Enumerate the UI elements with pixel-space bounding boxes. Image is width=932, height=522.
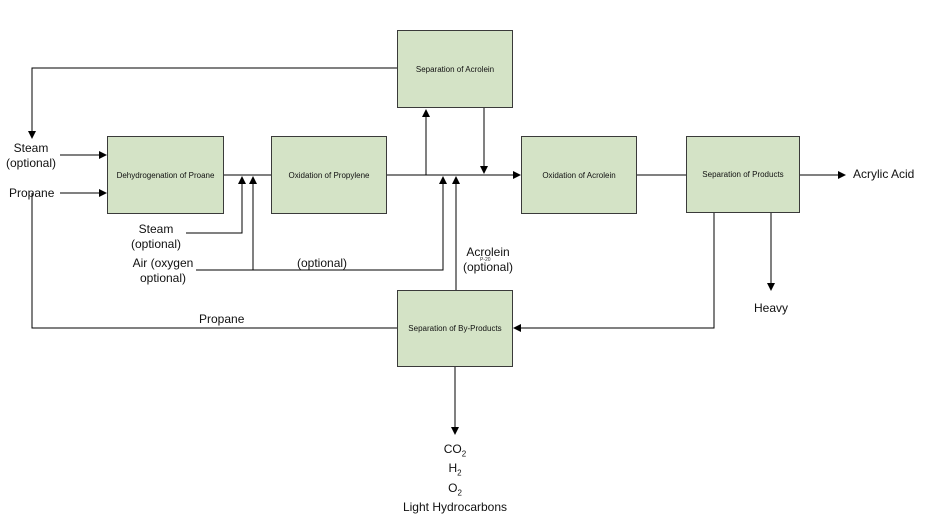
acrolein-text: Acrolein — [466, 245, 510, 259]
h2-base: H — [448, 461, 458, 476]
steam-mid-optional-text: (optional) — [130, 237, 182, 251]
co2-sub: 2 — [461, 449, 467, 459]
propane-recycle-label: Propane — [199, 312, 245, 326]
steam-top-text: Steam — [13, 141, 49, 155]
recycle-acrolein-line — [28, 67, 397, 139]
sepprod-to-byprod-line — [513, 213, 715, 332]
separation-byproducts-box: Separation of By-Products — [397, 290, 513, 367]
acrolein-note: P-20 — [480, 257, 491, 263]
acrylic-acid-label: Acrylic Acid — [853, 167, 915, 181]
h2-formula: H2 — [395, 461, 515, 480]
steam-top-optional-text: (optional) — [5, 156, 57, 170]
h2-sub: 2 — [457, 468, 462, 478]
separation-acrolein-box: Separation of Acrolein — [397, 30, 513, 108]
air-label: Air (oxygen optional) — [130, 256, 196, 286]
o2-sub: 2 — [457, 488, 462, 498]
dehydrogenation-box: Dehydrogenation of Proane — [107, 136, 224, 214]
steam-mid-text: Steam — [138, 222, 174, 236]
oxidation-propylene-box: Oxidation of Propylene — [271, 136, 387, 214]
steam-top-label: Steam (optional) — [2, 141, 60, 171]
propane-in-label: Propane — [9, 186, 55, 200]
air-line1-text: Air (oxygen — [132, 256, 194, 270]
acrolein-label: Acrolein (optional) — [456, 245, 520, 275]
propane-recycle-line — [31, 193, 397, 329]
co2-base: CO — [443, 442, 462, 456]
air-line2-text: optional) — [139, 271, 187, 285]
light-hydrocarbons-text: Light Hydrocarbons — [402, 500, 508, 515]
optional-label: (optional) — [297, 256, 348, 270]
heavy-label: Heavy — [754, 301, 789, 315]
oxidation-acrolein-box: Oxidation of Acrolein — [521, 136, 637, 214]
o2-formula: O2 — [395, 481, 515, 500]
steam-mid-line — [186, 176, 246, 234]
acrolein-optional-text: (optional) — [462, 260, 514, 274]
o2-base: O — [448, 480, 458, 495]
steam-mid-label: Steam (optional) — [124, 222, 188, 252]
air-optional-line — [253, 176, 447, 271]
separation-products-box: Separation of Products — [686, 136, 800, 213]
co2-formula: CO2 — [395, 442, 515, 461]
byproduct-gases-label: CO2 H2 O2 Light Hydrocarbons — [395, 442, 515, 515]
